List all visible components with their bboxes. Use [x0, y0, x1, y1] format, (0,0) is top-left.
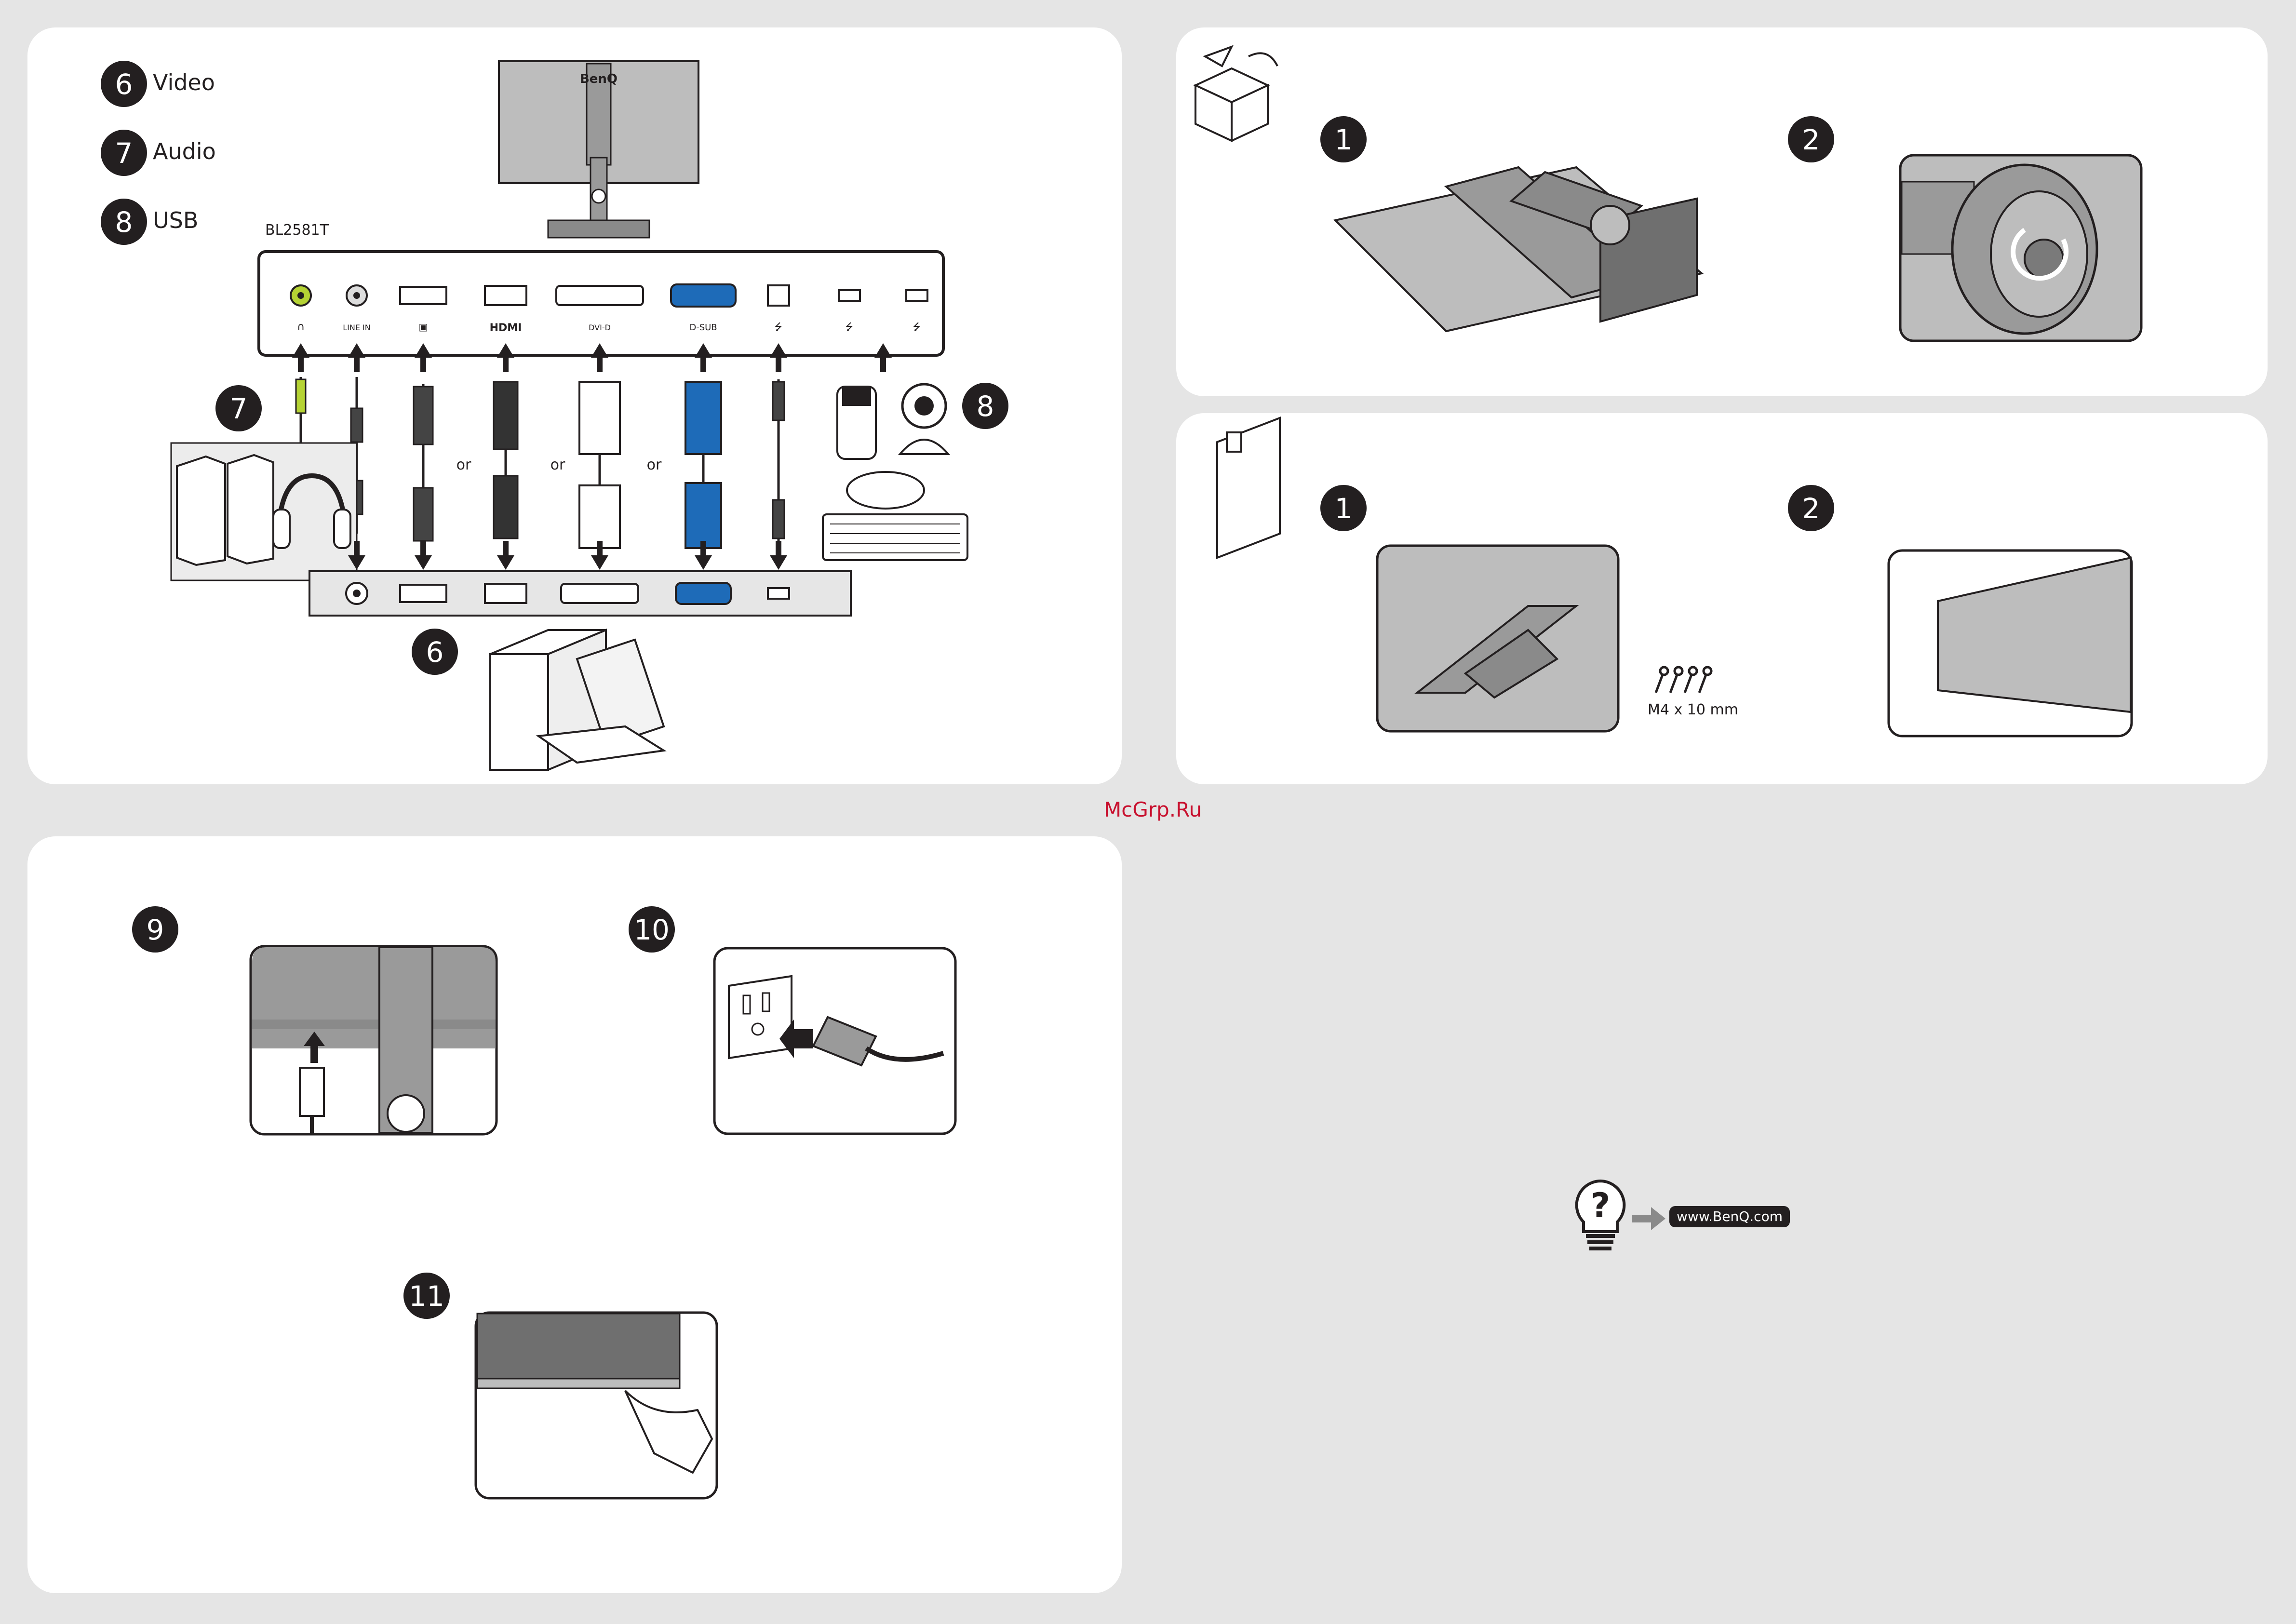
model-name: BL2581T [265, 222, 329, 239]
step-number: 2 [1802, 123, 1820, 156]
audio-devices-illustration [171, 443, 357, 580]
port-label: ⭍ [775, 321, 783, 333]
legend-num: 8 [115, 206, 133, 239]
monitor-back-detail [1377, 546, 1618, 731]
or-label: or [647, 456, 662, 473]
or-label: or [457, 456, 471, 473]
lightbulb-question-icon: ? [1577, 1181, 1625, 1250]
port-label: HDMI [490, 322, 522, 334]
stand-screw-detail [1900, 155, 2141, 341]
watermark: McGrp.Ru [1104, 798, 1202, 821]
arrow-right-icon [1632, 1207, 1665, 1230]
brand-logo: BenQ [580, 72, 618, 86]
legend-label-audio: Audio [153, 138, 216, 164]
legend: 6 Video 7 Audio 8 USB [101, 61, 216, 245]
stand-attach-panel: 1 2 [1176, 27, 2268, 396]
step-number: 11 [409, 1280, 444, 1313]
step-number: 1 [1335, 492, 1353, 525]
port-label: DVI-D [589, 323, 611, 332]
computer-illustration [490, 630, 664, 770]
step-number: 2 [1802, 492, 1820, 525]
port-label: D-SUB [689, 322, 717, 333]
box-icon [1195, 47, 1277, 141]
displayport-port-icon [400, 287, 446, 304]
port-label: ⭍ [913, 321, 921, 333]
screw-label: M4 x 10 mm [1648, 701, 1738, 718]
port-label: ▣ [419, 321, 428, 333]
port-label: ⭍ [846, 321, 854, 333]
port-label: LINE IN [343, 323, 370, 332]
monitor-port-panel: ∩ LINE IN ▣ HDMI DVI-D D-SUB ⭍ ⭍ ⭍ [259, 252, 943, 355]
usb-a-port-icon [906, 290, 927, 301]
usb-b-port-icon [768, 285, 789, 306]
legend-num: 7 [115, 137, 133, 170]
or-label: or [551, 456, 565, 473]
monitor-back-illustration: BenQ [499, 61, 698, 238]
legend-label-video: Video [153, 69, 215, 95]
screws-illustration [1656, 667, 1711, 693]
callout-usb: 8 [977, 390, 994, 423]
callout-audio: 7 [230, 392, 248, 425]
legend-num: 6 [115, 68, 133, 101]
step-number: 9 [147, 913, 164, 946]
dvi-port-icon [556, 286, 643, 305]
pc-port-panel [309, 571, 851, 616]
wall-mount-panel: 1 M4 x 10 mm 2 [1176, 413, 2268, 784]
step-number: 1 [1335, 123, 1353, 156]
power-button-illustration [476, 1313, 717, 1498]
usb-devices-illustration [823, 384, 967, 560]
callout-video: 6 [426, 636, 444, 669]
cables [296, 377, 784, 548]
power-cable-connection [251, 946, 497, 1135]
port-label: ∩ [297, 321, 305, 333]
connections-panel: 6 Video 7 Audio 8 USB BenQ BL2581T ∩ LIN… [27, 27, 1122, 784]
monitor-stand-illustration [1335, 167, 1702, 331]
svg-text:?: ? [1591, 1186, 1611, 1225]
wall-mount-icon [1217, 418, 1280, 558]
hdmi-port-icon [485, 286, 526, 305]
website-tip: ? www.BenQ.com [1574, 1176, 1796, 1258]
wall-mounted-monitor [1889, 550, 2132, 736]
usb-a-port-icon [839, 290, 860, 301]
vga-port-icon [671, 284, 736, 307]
website-link[interactable]: www.BenQ.com [1677, 1208, 1783, 1224]
legend-label-usb: USB [153, 207, 198, 233]
wall-outlet-illustration [714, 948, 955, 1134]
step-number: 10 [634, 913, 670, 946]
power-panel: 9 10 11 [27, 836, 1122, 1593]
